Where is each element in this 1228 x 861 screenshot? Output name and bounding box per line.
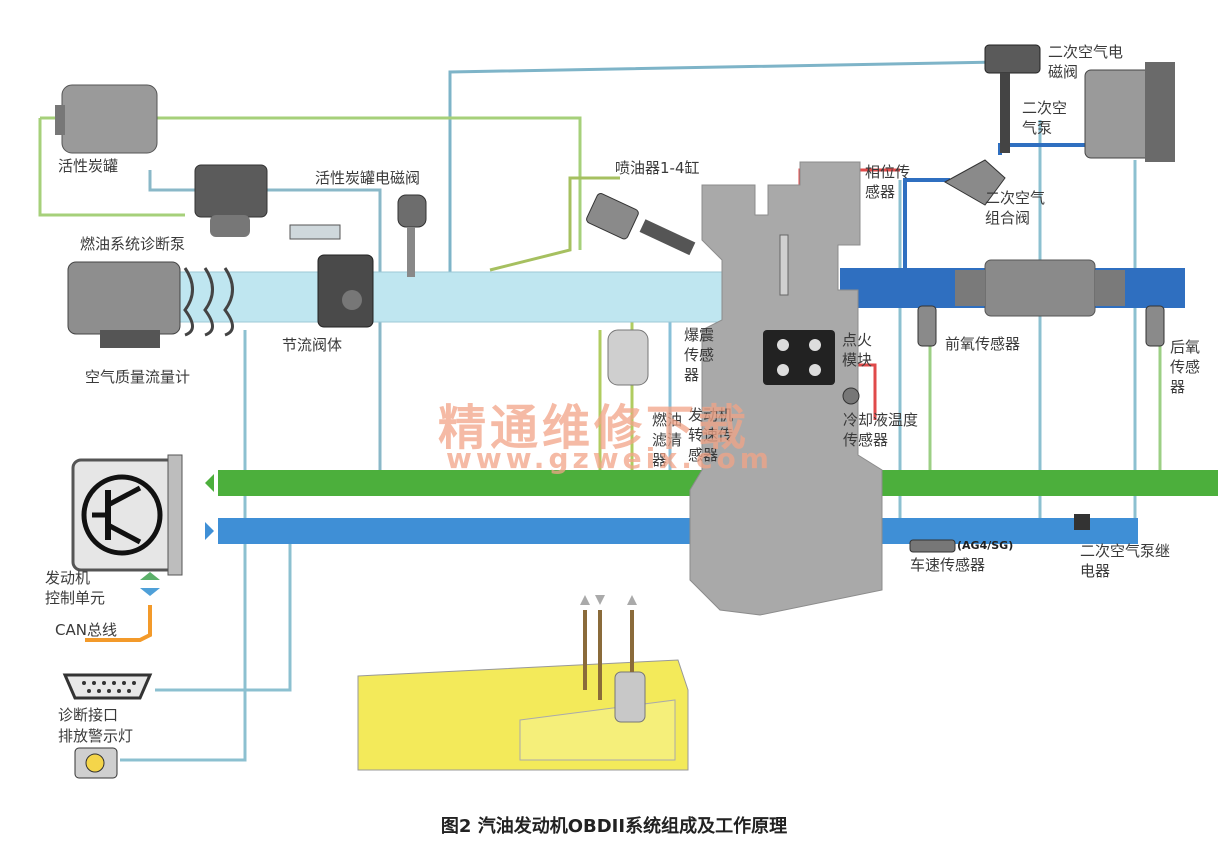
rear-o2-shape bbox=[1145, 305, 1165, 347]
label-coolant-temp-sensor: 冷却液温度 传感器 bbox=[843, 411, 919, 449]
secondary-air-relay-shape bbox=[1074, 514, 1090, 530]
engine-block bbox=[689, 161, 883, 616]
label-ecu: 发动机 控制单元 bbox=[45, 569, 106, 607]
blue-bus bbox=[218, 518, 1138, 544]
label-carbon-canister: 活性炭罐 bbox=[58, 157, 119, 175]
label-phase-sensor: 相位传 感器 bbox=[865, 163, 911, 201]
exhaust-up bbox=[903, 178, 950, 270]
label-knock-sensor: 爆震 传感 器 bbox=[684, 326, 715, 384]
wire-vert-2 bbox=[155, 540, 292, 692]
wire-canister-green bbox=[40, 116, 582, 250]
label-rear-o2: 后氧 传感 器 bbox=[1170, 338, 1201, 396]
label-can-bus: CAN总线 bbox=[55, 621, 117, 639]
can-down-arrow bbox=[140, 588, 160, 596]
label-mil-lamp: 排放警示灯 bbox=[58, 727, 134, 745]
fuel-tank bbox=[357, 595, 689, 771]
diag-port-shape bbox=[62, 673, 153, 700]
injector-shape bbox=[586, 193, 696, 256]
label-secondary-air-solenoid: 二次空气电 磁阀 bbox=[1048, 43, 1124, 81]
label-diag-port: 诊断接口 bbox=[58, 706, 119, 724]
label-front-o2: 前氧传感器 bbox=[945, 335, 1021, 353]
wire-top-blue bbox=[448, 60, 1001, 300]
blue-bus-arrow bbox=[205, 522, 214, 540]
label-secondary-air-combo-valve: 二次空气 组合阀 bbox=[985, 189, 1046, 227]
ignition-module bbox=[763, 330, 835, 385]
label-speed-sensor-tag: (AG4/SG) bbox=[957, 539, 1014, 552]
watermark-cn: 精通维修下载 bbox=[438, 400, 751, 456]
label-engine-speed-sensor: 发动机 转速传 感器 bbox=[688, 406, 734, 464]
coolant-sensor-shape bbox=[842, 387, 860, 405]
watermark-url: www.gzweix.com bbox=[446, 442, 773, 475]
label-maf: 空气质量流量计 bbox=[85, 368, 191, 386]
green-bus-arrow bbox=[205, 474, 214, 492]
fuel-diag-pump-shape bbox=[194, 164, 341, 240]
wire-injector bbox=[489, 176, 620, 272]
intake-pipe bbox=[179, 271, 726, 323]
label-secondary-air-relay: 二次空气泵继 电器 bbox=[1080, 542, 1171, 580]
label-vehicle-speed-sensor: 车速传感器 bbox=[910, 556, 986, 574]
label-secondary-air-pump: 二次空 气泵 bbox=[1022, 99, 1068, 137]
canister-valve-shape bbox=[397, 194, 427, 277]
label-injector: 喷油器1-4缸 bbox=[615, 159, 700, 177]
label-throttle-body: 节流阀体 bbox=[282, 336, 343, 354]
wire-left-green bbox=[38, 118, 185, 217]
throttle-body-shape bbox=[317, 254, 374, 328]
mil-lamp-shape bbox=[74, 747, 118, 779]
secondary-air-pump-shape bbox=[1084, 62, 1175, 162]
figure-caption: 图2 汽油发动机OBDII系统组成及工作原理 bbox=[440, 816, 788, 837]
front-o2-shape bbox=[917, 305, 937, 347]
spark-plug bbox=[779, 234, 789, 296]
catalytic-converter bbox=[955, 259, 1125, 317]
can-bus-line bbox=[85, 605, 152, 642]
label-ignition-module: 点火 模块 bbox=[842, 331, 873, 369]
label-fuel-filter: 燃油 滤清 器 bbox=[652, 411, 683, 469]
secondary-air-solenoid-shape bbox=[984, 44, 1041, 153]
label-fuel-diag-pump: 燃油系统诊断泵 bbox=[80, 235, 186, 253]
carbon-canister-shape bbox=[55, 84, 158, 154]
label-canister-valve: 活性炭罐电磁阀 bbox=[315, 169, 421, 187]
ecu-shape bbox=[71, 454, 183, 576]
secondary-air-combo-valve-shape bbox=[943, 159, 1006, 206]
maf-shape bbox=[67, 261, 234, 348]
vehicle-speed-sensor-shape bbox=[909, 539, 956, 553]
can-up-arrow bbox=[140, 572, 160, 580]
fuel-filter-shape bbox=[607, 329, 649, 386]
